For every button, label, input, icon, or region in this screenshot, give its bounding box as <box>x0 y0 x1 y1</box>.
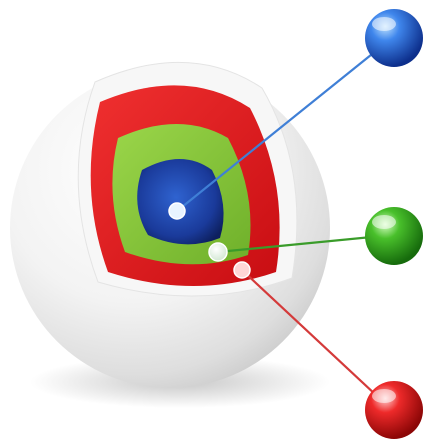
green-marker-ball <box>365 207 423 265</box>
blue-marker-ball <box>365 9 423 67</box>
blue-core-dot <box>169 203 185 219</box>
green-layer-dot <box>209 243 227 261</box>
blue-core <box>137 159 223 244</box>
red-marker-ball <box>365 381 423 439</box>
red-layer-dot <box>234 262 250 278</box>
